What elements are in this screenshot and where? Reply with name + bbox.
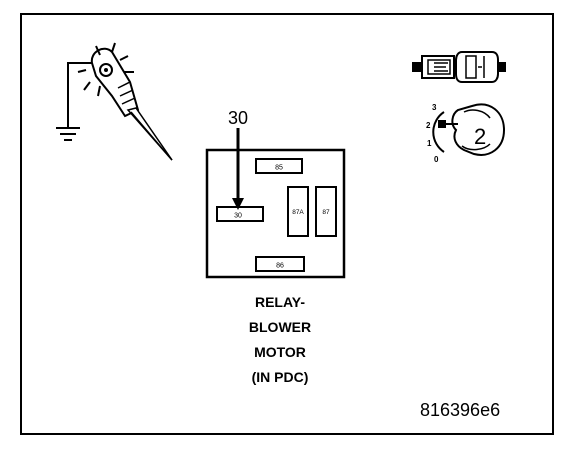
relay-pin-87: 87	[315, 186, 337, 237]
diagram-frame	[20, 13, 554, 435]
pin-86-label: 86	[276, 263, 284, 270]
dial-position-0: 0	[434, 155, 439, 164]
relay-caption-line-3: MOTOR	[254, 344, 306, 360]
relay-block: 85 30 87A 87 86	[205, 148, 346, 279]
relay-caption-line-1: RELAY-	[254, 294, 306, 310]
dial-position-1: 1	[427, 139, 432, 148]
selector-dial-icon: 3 2 1 0 2	[426, 103, 506, 164]
relay-pin-30: 30	[216, 206, 264, 222]
pin-30-callout-arrow: 30	[228, 108, 248, 210]
relay-pin-85: 85	[255, 158, 303, 174]
dial-position-2: 2	[426, 121, 431, 130]
test-lead-connector-icon	[412, 51, 506, 83]
pin-87a-label: 87A	[292, 209, 304, 216]
test-light-icon	[56, 42, 173, 161]
figure-id: 816396e6	[420, 400, 501, 420]
relay-caption-line-4: (IN PDC)	[251, 369, 309, 385]
callout-label: 30	[228, 108, 248, 128]
relay-caption-line-2: BLOWER	[248, 319, 312, 335]
pin-87-label: 87	[322, 209, 330, 216]
relay-pin-86: 86	[255, 256, 305, 272]
pin-30-label: 30	[234, 213, 242, 220]
ground-symbol-icon	[56, 127, 80, 141]
relay-pin-87a: 87A	[287, 186, 309, 237]
dial-selected-value: 2	[474, 124, 486, 149]
dial-position-3: 3	[432, 103, 437, 112]
pin-85-label: 85	[275, 165, 283, 172]
